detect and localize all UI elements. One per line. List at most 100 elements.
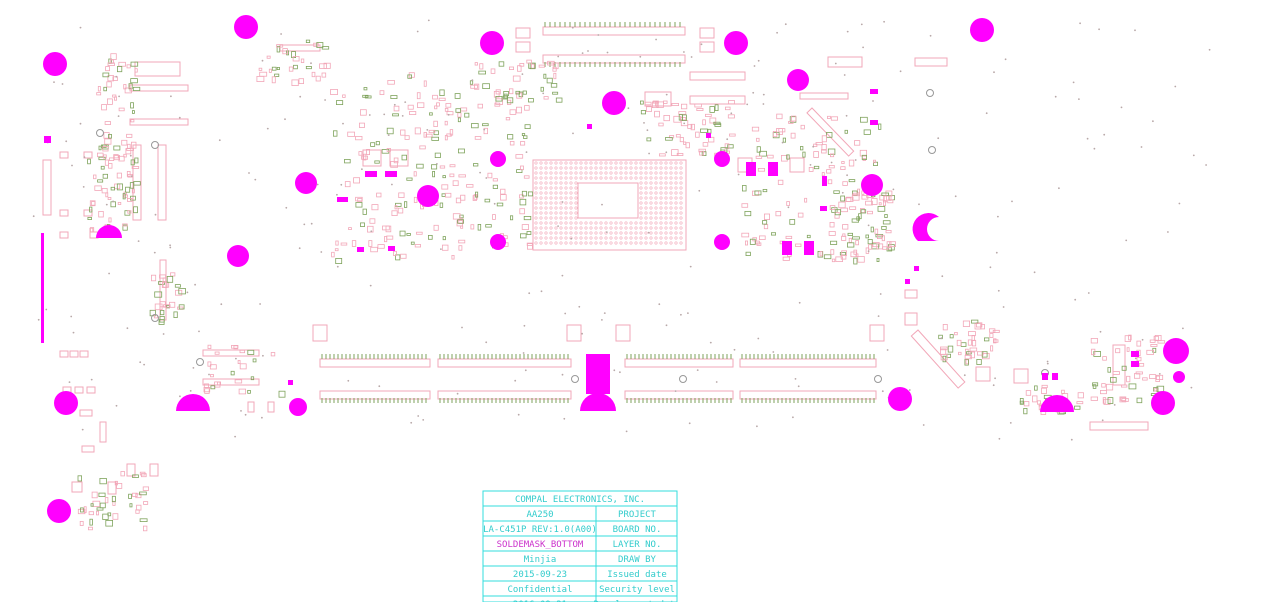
bga-ball [619,221,623,225]
smd-outline [118,107,125,112]
smd-outline [434,152,441,159]
smd-outline [744,210,752,217]
smd-outline [823,254,832,260]
smd-outline [523,175,530,179]
smd-outline [466,184,474,188]
smd-outline [101,188,108,194]
smd-outline [741,203,749,208]
smd-outline [781,154,788,162]
smd-outline [1126,347,1130,352]
bga-ball [564,241,568,245]
smd-outline [79,521,84,526]
bga-ball [569,216,573,220]
bga-ball [649,171,653,175]
bga-ball [614,166,618,170]
component-outline [542,54,686,64]
bga-ball [644,196,648,200]
smd-outline [441,193,446,197]
bga-ball [609,161,613,165]
via-dot [798,301,801,304]
smd-outline [353,177,361,184]
bga-ball [664,191,668,195]
bga-ball [579,236,583,240]
smd-pad [820,206,827,211]
smd-outline [423,132,427,138]
bga-ball [669,186,673,190]
smd-outline [1090,396,1098,401]
via-dot [757,59,760,62]
smd-outline [102,513,109,520]
smd-outline [474,62,478,66]
bga-ball [574,241,578,245]
mounting-hole-pad [602,91,626,115]
via-dot [603,312,606,314]
smd-outline [404,135,410,140]
smd-outline [362,208,367,215]
bga-ball [584,231,588,235]
bga-ball [549,166,553,170]
component-outline [107,481,117,495]
smd-outline [278,390,286,398]
smd-outline [492,214,496,220]
bga-ball [649,241,653,245]
smd-outline [523,135,528,139]
smd-outline [640,110,646,115]
smd-outline [390,160,399,168]
smd-outline [276,44,284,48]
smd-outline [454,93,461,99]
smd-outline [423,80,427,87]
smd-outline [729,133,736,137]
via-dot [762,103,765,105]
bga-ball [679,186,683,190]
bga-ball [549,206,553,210]
half-circle-pad [912,213,939,241]
via-dot [665,93,668,96]
bga-ball [649,226,653,230]
via-dot [1113,404,1116,406]
bga-ball [679,206,683,210]
bga-ball [544,171,548,175]
component-outline [904,289,918,299]
smd-outline [355,202,363,208]
smd-outline [355,196,363,202]
via-dot [578,305,581,308]
bga-ball [674,206,678,210]
bga-ball [554,161,558,165]
screw-ring [151,314,159,322]
bga-ball [619,226,623,230]
smd-outline [282,48,288,55]
bga-ball [544,196,548,200]
via-dot [696,369,699,371]
smd-outline [964,358,969,366]
via-dot [303,223,306,226]
smd-outline [77,475,82,482]
smd-outline [819,250,823,257]
bga-ball [574,206,578,210]
via-dot [340,183,343,186]
smd-outline [407,104,414,110]
smd-outline [112,76,118,81]
bga-ball [634,221,638,225]
via-dot [646,129,649,132]
smd-outline [519,198,527,206]
smd-outline [512,75,521,82]
smd-outline [474,136,482,140]
smd-outline [778,128,786,133]
smd-outline [445,192,452,198]
via-dot [234,435,237,438]
bga-ball [564,196,568,200]
via-dot [601,319,603,321]
component-outline [1112,344,1126,386]
smd-outline [129,182,135,189]
bga-ball [649,181,653,185]
bga-ball [644,206,648,210]
smd-outline [680,117,687,121]
smd-outline [520,233,527,239]
smd-outline [445,103,452,108]
via-dot [993,71,995,74]
via-dot [792,416,794,419]
smd-pad [822,176,827,186]
via-dot [998,437,1001,440]
via-dot [812,145,815,148]
smd-outline [881,235,885,242]
